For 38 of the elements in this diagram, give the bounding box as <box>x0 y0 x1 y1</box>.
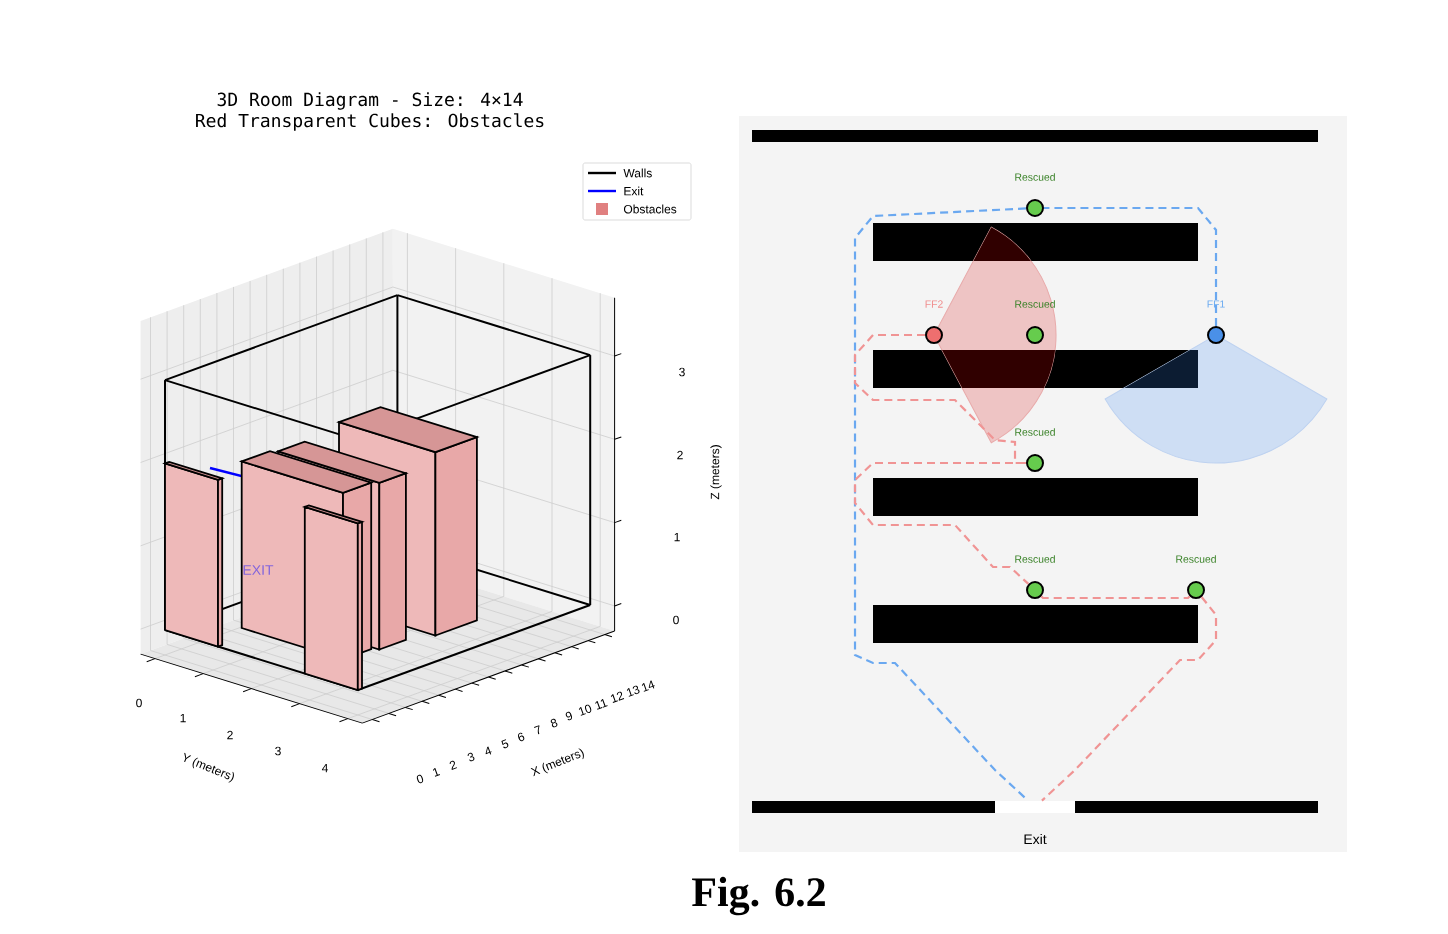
path-line <box>853 461 1030 585</box>
chart-title: 3D Room Diagram - Size: 4×14 <box>217 92 523 110</box>
tick-label: 1 <box>433 767 440 777</box>
legend-label: Obstacles <box>623 204 677 214</box>
axis-title: Z (meters) <box>710 445 722 500</box>
tick-label: 3 <box>467 752 475 762</box>
tick-label: 11 <box>595 698 608 710</box>
path-line <box>1040 595 1191 600</box>
tick-label: 6 <box>518 732 525 742</box>
tick-label: 0 <box>673 615 679 625</box>
legend-label: Exit <box>624 186 644 196</box>
path-line <box>1044 206 1218 326</box>
tick-label: 12 <box>610 691 625 703</box>
tick-label: 14 <box>641 680 655 692</box>
tick-label: 5 <box>501 739 509 749</box>
tick-label: 2 <box>227 730 233 740</box>
tick-label: 10 <box>578 704 592 716</box>
tick-label: 1 <box>674 532 680 542</box>
legend-label: Walls <box>623 168 652 178</box>
tick-label: 4 <box>321 763 328 773</box>
node-label: Exit <box>1024 833 1047 845</box>
tick-label: 8 <box>550 718 558 728</box>
tick-label: 3 <box>679 367 685 377</box>
chart-title: Red Transparent Cubes: Obstacles <box>196 113 544 131</box>
tick-label: 9 <box>565 711 573 721</box>
figure-caption: Fig. 6.2 <box>692 876 825 916</box>
tick-label: 2 <box>677 450 683 460</box>
tick-label: 0 <box>136 698 142 708</box>
tick-label: 3 <box>275 746 281 756</box>
tick-label: 7 <box>534 725 540 735</box>
exit-label: EXIT <box>243 565 274 575</box>
tick-label: 1 <box>180 713 186 723</box>
tick-label: 4 <box>485 746 492 755</box>
tick-label: 0 <box>416 774 424 784</box>
tick-label: 13 <box>626 685 640 697</box>
path-line <box>1041 596 1218 802</box>
exit-gap: Exit <box>995 801 1075 845</box>
tick-label: 2 <box>449 760 457 770</box>
